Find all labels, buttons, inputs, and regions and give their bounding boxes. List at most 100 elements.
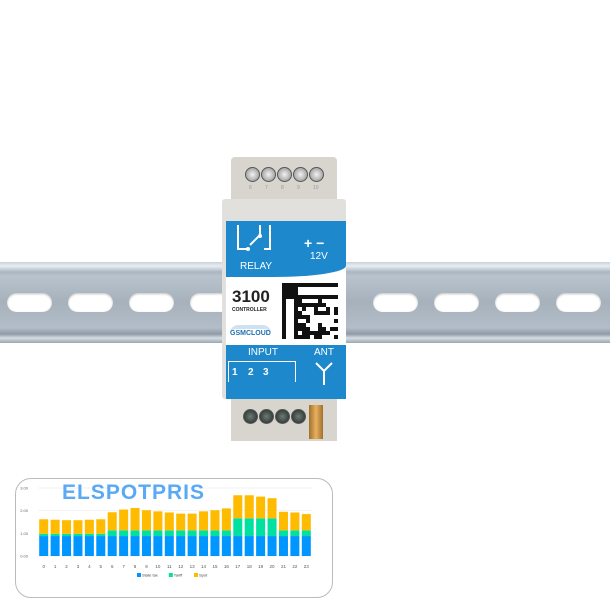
x-tick-label: 4: [88, 564, 91, 569]
bar-state-tax: [141, 536, 151, 556]
bar-spot: [164, 512, 174, 531]
bar-spot: [107, 512, 117, 531]
bar-tariff: [199, 530, 209, 537]
rail-slot: [68, 293, 113, 312]
y-tick-label: 2.00: [20, 508, 29, 513]
legend-swatch: [194, 573, 198, 577]
bar-state-tax: [164, 536, 174, 556]
input-1: 1: [232, 367, 238, 378]
qr-code: [282, 283, 338, 339]
rail-slot: [556, 293, 601, 312]
bar-tariff: [153, 530, 163, 537]
bar-state-tax: [187, 536, 197, 556]
x-tick-label: 21: [281, 564, 287, 569]
relay-icon: [237, 225, 271, 251]
bar-state-tax: [176, 536, 186, 556]
x-tick-label: 23: [304, 564, 310, 569]
brand-logo: GSMCLOUD: [230, 325, 271, 337]
bar-tariff: [221, 530, 231, 537]
input-label: INPUT: [248, 347, 278, 358]
bar-spot: [73, 520, 83, 534]
bar-spot: [301, 514, 311, 531]
bar-spot: [244, 495, 254, 519]
bar-state-tax: [301, 536, 311, 556]
bar-tariff: [187, 530, 197, 537]
legend-swatch: [137, 573, 141, 577]
antenna-icon: [315, 362, 333, 385]
chart-title: ELSPOTPRIS: [62, 481, 206, 504]
bar-spot: [62, 520, 72, 534]
x-tick-label: 2: [65, 564, 68, 569]
x-tick-label: 12: [178, 564, 184, 569]
terminal-number: 9: [297, 185, 300, 191]
x-tick-label: 13: [190, 564, 196, 569]
y-tick-label: 1.00: [20, 531, 29, 536]
bar-state-tax: [290, 536, 300, 556]
x-tick-label: 14: [201, 564, 207, 569]
model-number: 3100: [232, 287, 270, 306]
terminal-number: 7: [265, 185, 268, 191]
bar-state-tax: [50, 536, 60, 556]
x-tick-label: 3: [77, 564, 80, 569]
bottom-terminal-block: [231, 397, 337, 441]
bar-state-tax: [210, 536, 220, 556]
bar-state-tax: [130, 536, 140, 556]
bar-spot: [256, 496, 266, 519]
x-tick-label: 1: [54, 564, 57, 569]
rail-slot: [434, 293, 479, 312]
x-tick-label: 5: [100, 564, 103, 569]
bar-spot: [210, 510, 220, 531]
bar-spot: [119, 509, 129, 531]
x-tick-label: 8: [134, 564, 137, 569]
input-2: 2: [248, 367, 254, 378]
model-subtitle: CONTROLLER: [232, 307, 267, 313]
rail-slot: [129, 293, 174, 312]
bar-tariff: [256, 518, 266, 537]
rail-slot: [495, 293, 540, 312]
device-label: RELAY + − 12V 3100 CONTROLLER GSMCLOUD I…: [226, 221, 346, 399]
y-tick-label: 0.00: [20, 554, 29, 559]
bar-spot: [141, 510, 151, 531]
x-tick-label: 0: [42, 564, 45, 569]
bar-state-tax: [62, 536, 72, 556]
bar-spot: [290, 512, 300, 531]
terminal-screw: [277, 167, 292, 182]
bar-state-tax: [73, 536, 83, 556]
ant-label: ANT: [314, 347, 334, 358]
bar-state-tax: [84, 536, 94, 556]
x-tick-label: 20: [270, 564, 276, 569]
bar-state-tax: [278, 536, 288, 556]
bar-tariff: [176, 530, 186, 537]
bar-spot: [84, 519, 94, 534]
input-3: 3: [263, 367, 269, 378]
x-tick-label: 16: [224, 564, 230, 569]
bar-tariff: [62, 533, 72, 537]
bar-spot: [187, 513, 197, 531]
antenna-connector: [309, 405, 323, 439]
x-tick-label: 6: [111, 564, 114, 569]
bar-tariff: [301, 530, 311, 537]
relay-label: RELAY: [240, 261, 273, 272]
legend-label: Spot: [199, 573, 208, 578]
x-tick-label: 17: [235, 564, 241, 569]
bar-tariff: [290, 530, 300, 537]
x-tick-label: 11: [167, 564, 172, 569]
x-tick-label: 7: [122, 564, 125, 569]
bar-spot: [233, 495, 243, 519]
bar-tariff: [164, 530, 174, 537]
rail-slot: [373, 293, 418, 312]
terminal-number: 8: [281, 185, 284, 191]
rail-slot: [7, 293, 52, 312]
terminal-screw: [245, 167, 260, 182]
bar-tariff: [119, 530, 129, 537]
x-tick-label: 22: [292, 564, 298, 569]
bar-state-tax: [39, 536, 49, 556]
bar-tariff: [141, 530, 151, 537]
legend-label: State tax: [142, 573, 158, 578]
bar-state-tax: [96, 536, 106, 556]
legend-label: Tariff: [174, 573, 183, 578]
legend-swatch: [168, 573, 173, 577]
power-label: 12V: [310, 251, 328, 262]
